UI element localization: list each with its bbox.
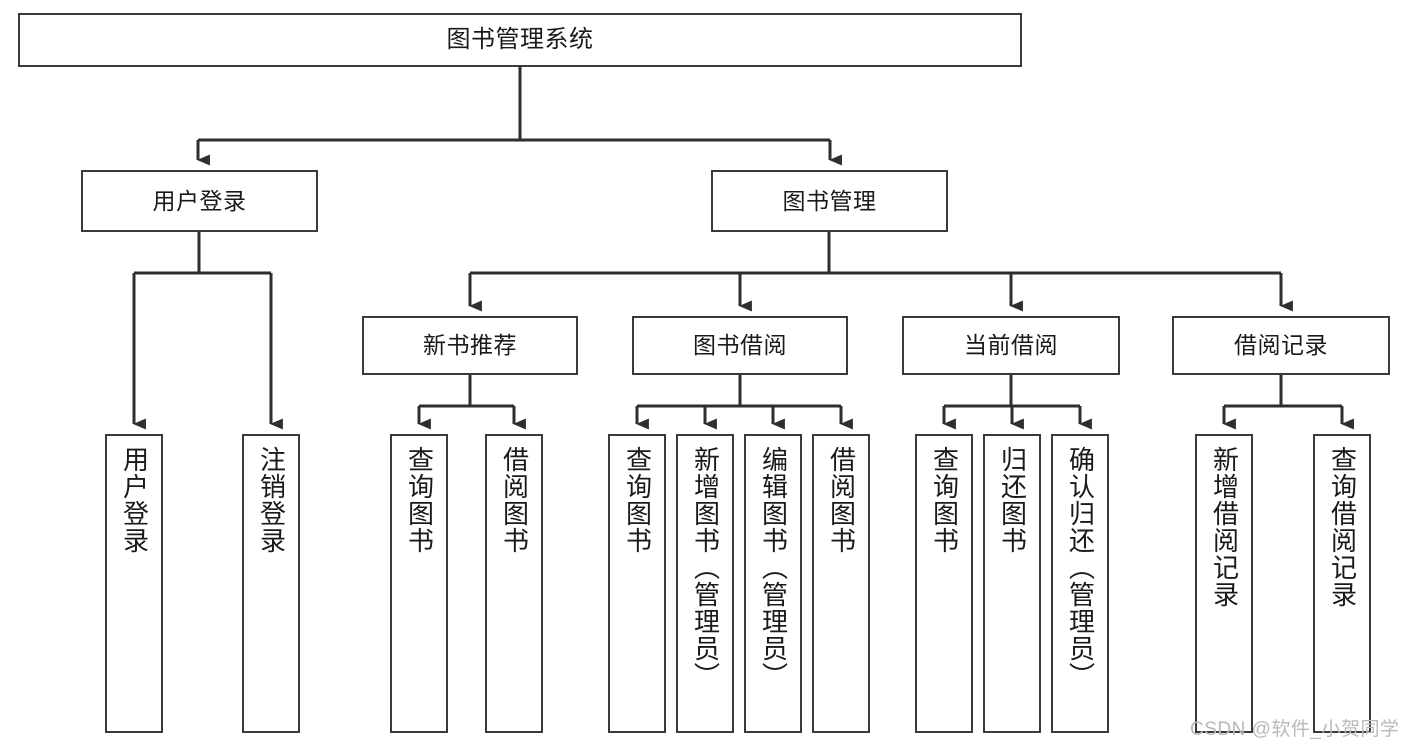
node-leaf-add-record-label: 新增借阅记录 [1209,446,1240,608]
node-leaf-logout[interactable]: 注销登录 [242,434,300,733]
node-leaf-query-record-label: 查询借阅记录 [1327,446,1358,608]
node-leaf-query-book-2[interactable]: 查询图书 [608,434,666,733]
node-leaf-borrow-book-2-label: 借阅图书 [826,446,857,554]
node-user-login-label: 用户登录 [152,187,247,214]
node-leaf-query-book-2-label: 查询图书 [622,446,653,554]
node-leaf-query-record[interactable]: 查询借阅记录 [1313,434,1371,733]
node-leaf-borrow-book-1-label: 借阅图书 [499,446,530,554]
node-leaf-add-record[interactable]: 新增借阅记录 [1195,434,1253,733]
node-root[interactable]: 图书管理系统 [18,13,1022,67]
node-borrow-record[interactable]: 借阅记录 [1172,316,1390,375]
node-new-book-rec[interactable]: 新书推荐 [362,316,578,375]
node-leaf-query-book-1-label: 查询图书 [404,446,435,554]
node-borrow-record-label: 借阅记录 [1234,332,1328,359]
node-leaf-borrow-book-2[interactable]: 借阅图书 [812,434,870,733]
node-root-label: 图书管理系统 [446,26,594,54]
node-book-borrow[interactable]: 图书借阅 [632,316,848,375]
node-leaf-edit-book[interactable]: 编辑图书（管理员） [744,434,802,733]
node-book-manage[interactable]: 图书管理 [711,170,948,232]
node-leaf-confirm-return-label: 确认归还（管理员） [1065,446,1096,689]
node-leaf-edit-book-label: 编辑图书（管理员） [758,446,789,689]
node-user-login[interactable]: 用户登录 [81,170,318,232]
node-leaf-add-book[interactable]: 新增图书（管理员） [676,434,734,733]
node-leaf-query-book-3-label: 查询图书 [929,446,960,554]
node-leaf-confirm-return[interactable]: 确认归还（管理员） [1051,434,1109,733]
node-leaf-logout-label: 注销登录 [256,446,287,554]
node-leaf-query-book-1[interactable]: 查询图书 [390,434,448,733]
node-leaf-query-book-3[interactable]: 查询图书 [915,434,973,733]
node-leaf-return-book-label: 归还图书 [997,446,1028,554]
node-new-book-rec-label: 新书推荐 [423,332,517,359]
node-current-borrow[interactable]: 当前借阅 [902,316,1120,375]
csdn-watermark: CSDN @软件_小贺同学 [1190,719,1400,740]
node-book-manage-label: 图书管理 [782,187,877,214]
node-leaf-add-book-label: 新增图书（管理员） [690,446,721,689]
node-book-borrow-label: 图书借阅 [693,332,787,359]
node-leaf-user-login[interactable]: 用户登录 [105,434,163,733]
node-leaf-user-login-label: 用户登录 [119,446,150,554]
node-leaf-borrow-book-1[interactable]: 借阅图书 [485,434,543,733]
node-current-borrow-label: 当前借阅 [964,332,1058,359]
node-leaf-return-book[interactable]: 归还图书 [983,434,1041,733]
